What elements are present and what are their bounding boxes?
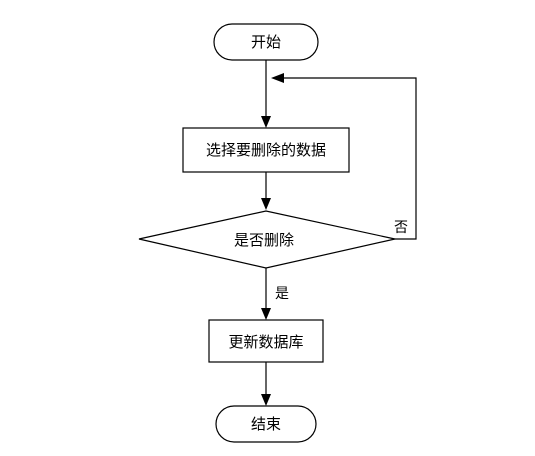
edge-no-loop-back [271,73,417,240]
yes-label: 是 [275,286,289,302]
edge-select-to-decision [261,172,271,210]
edge-update-to-end [261,362,271,406]
select-data-label: 选择要删除的数据 [206,141,326,159]
no-label: 否 [394,220,408,236]
select-data-node: 选择要删除的数据 [182,127,350,173]
update-db-label: 更新数据库 [228,333,303,351]
edge-decision-to-update [261,268,271,320]
start-node-label: 开始 [251,33,281,51]
decision-label: 是否删除 [234,231,294,249]
start-node: 开始 [213,23,319,61]
decision-node: 是否删除 [138,210,396,269]
end-node-label: 结束 [251,415,281,433]
update-db-node: 更新数据库 [208,319,324,363]
end-node: 结束 [215,405,317,443]
edge-start-to-select [261,60,271,128]
